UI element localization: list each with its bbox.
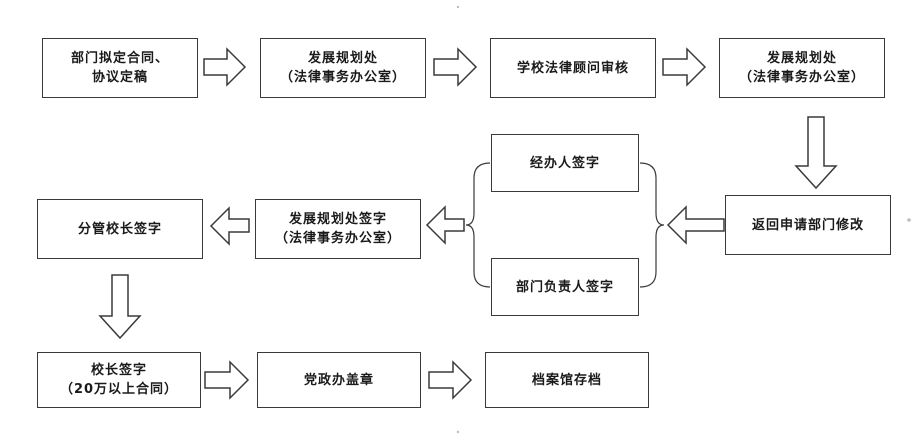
- node-text-line: 党政办盖章: [303, 372, 374, 388]
- arrow-down-1: [794, 116, 838, 190]
- node-party-office-seal: 党政办盖章: [257, 352, 421, 408]
- node-dev-office-signature: 发展规划处签字 （法律事务办公室）: [255, 199, 421, 259]
- stray-dot: [907, 218, 911, 222]
- node-archive-storage: 档案馆存档: [485, 352, 649, 408]
- node-draft-contract: 部门拟定合同、 协议定稿: [42, 38, 198, 98]
- arrow-right-2: [433, 47, 478, 87]
- arrow-right-1: [203, 47, 247, 87]
- node-text-line: 发展规划处签字: [288, 212, 387, 227]
- arrow-left-3: [209, 206, 250, 246]
- arrow-right-3: [662, 47, 707, 87]
- node-text-line: 校长签字: [90, 363, 147, 378]
- node-text-line: 返回申请部门修改: [751, 217, 864, 233]
- brace-right: [639, 162, 665, 288]
- node-dept-head-signature: 部门负责人签字: [491, 258, 639, 316]
- node-text-line: （法律事务办公室）: [274, 231, 401, 246]
- node-text-line: 部门负责人签字: [515, 279, 614, 295]
- node-vice-president-signature: 分管校长签字: [37, 199, 203, 259]
- node-text-line: （20万以上合同）: [59, 382, 179, 397]
- stray-dot: [456, 430, 460, 434]
- node-dev-office-review-2: 发展规划处 （法律事务办公室）: [719, 38, 885, 98]
- node-text-line: 分管校长签字: [77, 221, 162, 237]
- node-legal-advisor-review: 学校法律顾问审核: [490, 38, 656, 98]
- node-dev-office-review-1: 发展规划处 （法律事务办公室）: [260, 38, 426, 98]
- node-text-line: 协议定稿: [91, 70, 148, 85]
- node-text-line: 发展规划处: [307, 51, 378, 66]
- node-handler-signature: 经办人签字: [491, 134, 639, 192]
- node-text-line: （法律事务办公室）: [738, 70, 865, 85]
- arrow-left-2: [425, 205, 465, 245]
- node-text-line: 发展规划处: [766, 51, 837, 66]
- node-text-line: 经办人签字: [529, 155, 600, 171]
- node-return-for-revision: 返回申请部门修改: [725, 195, 891, 255]
- brace-left: [465, 162, 491, 288]
- arrow-down-2: [98, 274, 142, 340]
- node-president-signature: 校长签字 （20万以上合同）: [37, 352, 201, 408]
- node-text-line: 部门拟定合同、: [70, 51, 169, 66]
- node-text-line: 学校法律顾问审核: [516, 60, 629, 76]
- node-text-line: （法律事务办公室）: [279, 70, 406, 85]
- arrow-left-1: [666, 205, 725, 245]
- node-text-line: 档案馆存档: [531, 372, 602, 388]
- arrow-right-5: [428, 360, 473, 400]
- arrow-right-4: [204, 360, 250, 400]
- stray-dot: [456, 5, 460, 9]
